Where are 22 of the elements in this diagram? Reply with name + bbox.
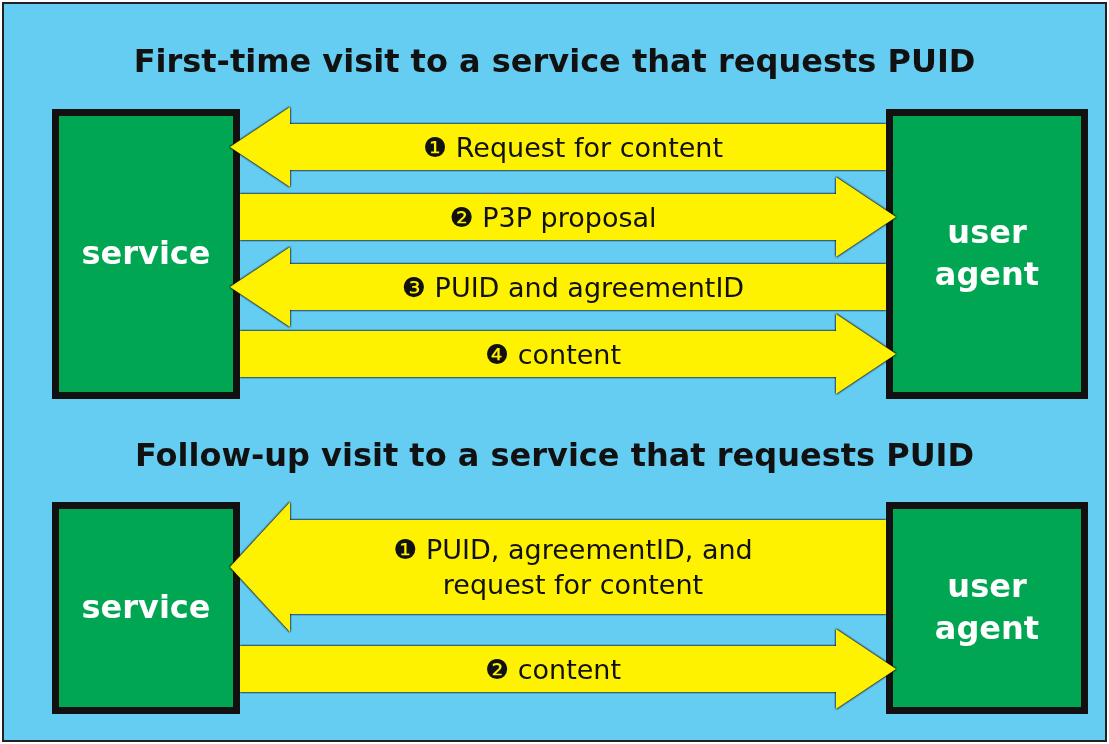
edge-label: ❸ PUID and agreementID bbox=[400, 270, 746, 305]
block-arrow bbox=[240, 629, 896, 709]
edge-label: ❶ PUID, agreementID, and request for content bbox=[392, 533, 754, 603]
actor-box bbox=[886, 502, 1088, 714]
section-heading: First-time visit to a service that requests PUID bbox=[133, 42, 976, 80]
actor-box bbox=[886, 109, 1088, 399]
block-arrow bbox=[240, 177, 896, 257]
actor-name: user agent bbox=[933, 212, 1041, 295]
actor-name: user agent bbox=[933, 566, 1041, 649]
actor-name: service bbox=[81, 587, 211, 629]
edge-label: ❹ content bbox=[483, 337, 623, 372]
section-heading: Follow-up visit to a service that requests PUID bbox=[134, 436, 975, 474]
edge-label: ❷ content bbox=[483, 652, 623, 687]
edge-label: ❷ P3P proposal bbox=[448, 200, 658, 235]
block-arrow bbox=[230, 247, 886, 327]
block-arrow bbox=[230, 502, 886, 632]
actor-box bbox=[52, 502, 240, 714]
block-arrow bbox=[230, 107, 886, 187]
block-arrow bbox=[240, 314, 896, 394]
actor-name: service bbox=[81, 233, 211, 275]
edge-label: ❶ Request for content bbox=[421, 130, 725, 165]
actor-box bbox=[52, 109, 240, 399]
